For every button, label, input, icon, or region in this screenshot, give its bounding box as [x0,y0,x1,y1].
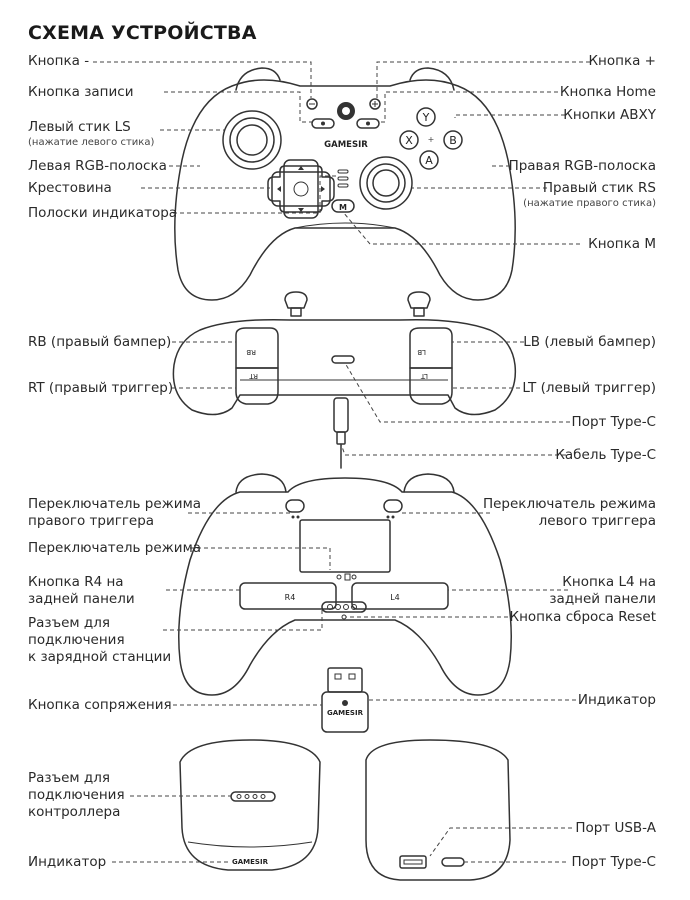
controller-top-view: RB RT LB LT [172,291,517,469]
label-lb: LB (левый бампер) [523,334,656,350]
label-dongle-indicator: Индикатор [577,692,656,708]
label-l4-1: Кнопка L4 на [562,574,656,590]
label-abxy: Кнопки ABXY [563,107,656,123]
label-dock-conn-1: Разъем для [28,615,110,631]
controller-front-view: M GAMESIR Y B X A + [174,67,516,301]
rt-glyph: RT [249,372,258,380]
label-right-stick: Правый стик RS [542,180,656,196]
label-left-trigger-switch-1: Переключатель режима [482,496,656,512]
label-lt: LT (левый триггер) [522,380,656,396]
label-dock-typec: Порт Type-C [571,854,656,870]
label-home-button: Кнопка Home [559,84,656,100]
label-ctrl-conn-2: подключения [28,787,125,803]
label-m-button: Кнопка M [588,236,656,252]
label-right-rgb: Правая RGB-полоска [508,158,656,174]
dock-back-view [365,739,511,881]
label-r4-1: Кнопка R4 на [28,574,124,590]
rb-glyph: RB [246,348,256,356]
leader-lines [93,61,590,863]
y-glyph: Y [422,111,430,124]
svg-text:+: + [428,135,435,144]
controller-back-view: R4 L4 [178,473,512,696]
label-left-rgb: Левая RGB-полоска [28,158,167,174]
label-dock-conn-3: к зарядной станции [28,649,172,665]
label-dock-indicator: Индикатор [28,854,107,870]
dock-front-view: GAMESIR [179,739,321,871]
label-indicator-bars: Полоски индикатора [28,205,178,221]
label-mode-switch: Переключатель режима [28,540,202,556]
lb-glyph: LB [417,348,426,356]
label-left-stick-sub: (нажатие левого стика) [28,137,155,148]
label-r4-2: задней панели [28,591,135,607]
label-typec-cable: Кабель Type-C [555,447,656,463]
label-reset-button: Кнопка сброса Reset [509,609,657,625]
b-glyph: B [449,134,457,147]
m-button-glyph: M [339,203,347,212]
label-rb: RB (правый бампер) [28,334,172,350]
usb-dongle: GAMESIR [321,667,369,733]
label-pair-button: Кнопка сопряжения [28,697,172,713]
label-ctrl-conn-3: контроллера [28,804,121,820]
r4-glyph: R4 [285,593,296,602]
page-title: СХЕМА УСТРОЙСТВА [28,22,257,44]
label-rt: RT (правый триггер) [28,380,174,396]
label-right-trigger-switch-2: правого триггера [28,513,155,529]
dongle-brand: GAMESIR [327,709,364,717]
label-right-trigger-switch-1: Переключатель режима [28,496,202,512]
brand-logo-front: GAMESIR [324,140,368,150]
label-record-button: Кнопка записи [28,84,134,100]
label-dpad: Крестовина [28,180,112,196]
label-typec-port: Порт Type-C [571,414,656,430]
dock-brand: GAMESIR [232,858,269,866]
label-left-trigger-switch-2: левого триггера [538,513,656,529]
label-usba-port: Порт USB-A [575,820,656,836]
label-minus-button: Кнопка - [28,53,90,69]
label-ctrl-conn-1: Разъем для [28,770,110,786]
label-left-stick: Левый стик LS [28,119,131,135]
label-right-stick-sub: (нажатие правого стика) [523,198,656,209]
a-glyph: A [425,154,433,167]
l4-glyph: L4 [390,593,400,602]
label-l4-2: задней панели [549,591,656,607]
x-glyph: X [405,134,413,147]
label-dock-conn-2: подключения [28,632,125,648]
label-plus-button: Кнопка + [588,53,656,69]
lt-glyph: LT [420,372,428,380]
